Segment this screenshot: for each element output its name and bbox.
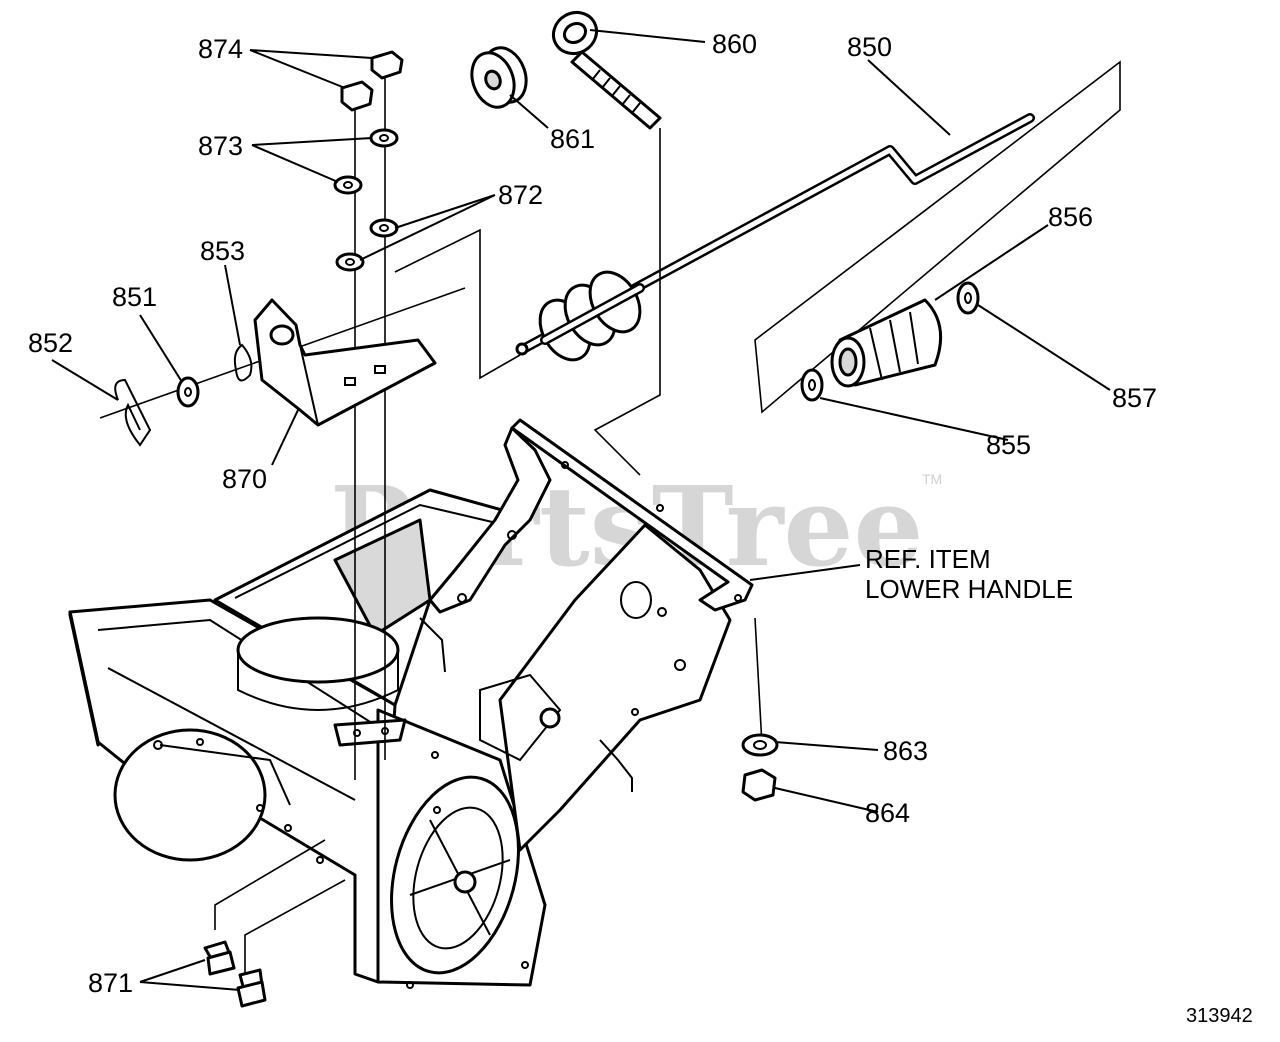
drive-plate bbox=[479, 523, 732, 852]
callout-851: 851 bbox=[112, 282, 157, 312]
callout-853: 853 bbox=[200, 236, 245, 266]
callout-864: 864 bbox=[865, 798, 910, 828]
callout-871: 871 bbox=[88, 968, 133, 998]
washer-872-a bbox=[369, 218, 399, 238]
callout-870: 870 bbox=[222, 464, 267, 494]
washer-863 bbox=[741, 733, 779, 757]
callout-857: 857 bbox=[1112, 383, 1157, 413]
document-number: 313942 bbox=[1186, 1005, 1253, 1027]
washer-873-b bbox=[333, 175, 363, 195]
callout-863: 863 bbox=[883, 736, 928, 766]
small-parts-851-853 bbox=[114, 343, 253, 447]
callout-856: 856 bbox=[1048, 202, 1093, 232]
callout-872: 872 bbox=[498, 180, 543, 210]
callout-873: 873 bbox=[198, 131, 243, 161]
callout-852: 852 bbox=[28, 328, 73, 358]
washer-857 bbox=[956, 281, 980, 315]
bracket-870 bbox=[253, 298, 437, 427]
callout-pointers bbox=[51, 29, 1111, 991]
callout-861: 861 bbox=[550, 124, 595, 154]
hair-pin-852 bbox=[114, 378, 152, 447]
callout-874: 874 bbox=[198, 34, 243, 64]
lower-handle bbox=[419, 418, 754, 673]
washer-855 bbox=[800, 368, 824, 402]
callout-855: 855 bbox=[986, 430, 1031, 460]
washer-873-a bbox=[369, 128, 399, 148]
watermark-trademark: TM bbox=[922, 471, 942, 487]
auger-housing bbox=[68, 598, 547, 989]
washer-851 bbox=[176, 376, 200, 408]
fasteners bbox=[203, 50, 779, 1008]
callout-850: 850 bbox=[847, 32, 892, 62]
roller-855-857 bbox=[800, 281, 980, 402]
eye-bolt-860 bbox=[551, 10, 662, 130]
grommet-861 bbox=[470, 46, 528, 109]
rod-850 bbox=[515, 113, 1035, 362]
lower-handle-label: LOWER HANDLE bbox=[865, 574, 1073, 604]
clip-853 bbox=[233, 343, 253, 382]
nut-874-b bbox=[340, 80, 374, 112]
ref-item-label: REF. ITEM bbox=[865, 544, 991, 574]
frame-deck bbox=[213, 488, 522, 747]
washer-872-b bbox=[335, 252, 365, 272]
nut-864 bbox=[741, 768, 777, 802]
callout-860: 860 bbox=[712, 29, 757, 59]
nut-874-a bbox=[370, 50, 404, 80]
